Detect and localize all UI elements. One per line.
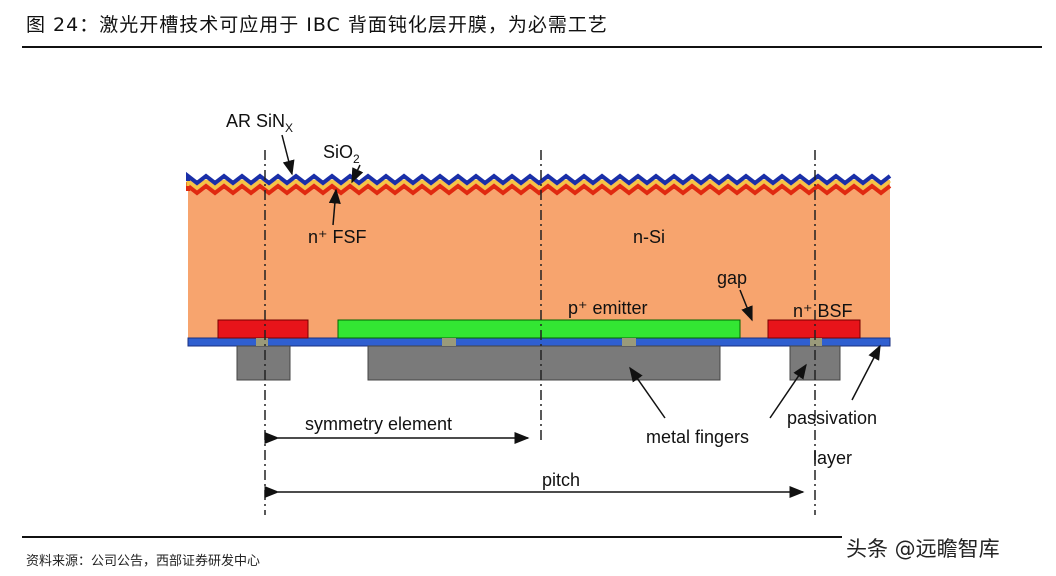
label-symmetry-element: symmetry element <box>305 414 452 434</box>
arrow <box>629 366 666 419</box>
label-fsf: n⁺ FSF <box>308 227 367 247</box>
top-rule <box>22 46 1042 48</box>
source-note: 资料来源：公司公告，西部证券研发中心 <box>26 554 261 569</box>
label-metal-fingers: metal fingers <box>646 427 749 447</box>
label-sio2: SiO2 <box>323 142 360 166</box>
figure-title: 图 24：激光开槽技术可应用于 IBC 背面钝化层开膜，为必需工艺 <box>26 14 608 36</box>
label-n-si: n-Si <box>633 227 665 247</box>
label-emitter: p⁺ emitter <box>568 298 648 318</box>
sio2-layer <box>186 177 891 190</box>
ar-sinx-layer <box>186 171 892 186</box>
arrow <box>851 344 881 401</box>
contact-opening <box>622 338 636 346</box>
bsf-region-right <box>767 319 861 339</box>
arrow <box>281 134 295 176</box>
contact-opening <box>442 338 456 346</box>
label-ar-sinx: AR SiNX <box>226 111 293 135</box>
arrow <box>739 289 753 322</box>
arrow <box>769 363 807 419</box>
label-passivation: passivation <box>787 408 877 428</box>
bottom-rule <box>22 536 842 538</box>
passivation-layer <box>187 337 891 347</box>
label-pitch: pitch <box>542 470 580 490</box>
label-layer: layer <box>813 448 852 468</box>
metal-finger-left <box>236 345 291 381</box>
contact-opening <box>256 338 268 346</box>
arrow <box>351 164 364 184</box>
contact-opening <box>810 338 822 346</box>
emitter-region <box>337 319 741 339</box>
fsf-layer <box>186 181 892 196</box>
bsf-region-left <box>217 319 309 339</box>
arrow <box>328 188 341 226</box>
n-si-substrate <box>188 180 890 338</box>
label-gap: gap <box>717 268 747 288</box>
watermark: 头条 @远瞻智库 <box>846 537 1000 561</box>
label-bsf: n⁺ BSF <box>793 301 853 321</box>
metal-finger-center <box>367 345 721 381</box>
